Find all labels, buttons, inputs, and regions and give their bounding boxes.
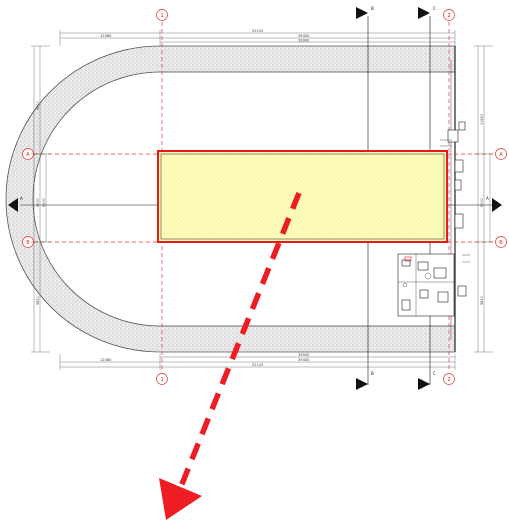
dim-bottom-total: 52120 <box>252 363 264 367</box>
svg-text:A: A <box>20 196 23 201</box>
grid-bubble-right-b <box>495 236 507 248</box>
dim-left-mid-a: 6000 <box>36 198 40 207</box>
svg-text:2: 2 <box>448 13 451 19</box>
svg-text:1: 1 <box>161 13 164 19</box>
dimension-chain-bottom <box>59 354 456 370</box>
grid-bubble-bottom-2 <box>443 373 455 385</box>
svg-text:2: 2 <box>448 377 451 383</box>
equipment-rooms <box>397 121 467 317</box>
dim-top-left: 12080 <box>100 34 112 38</box>
svg-text:B: B <box>371 371 374 376</box>
dim-bottom-left: 12080 <box>100 358 112 362</box>
dim-right-mid: 6000 <box>480 198 484 207</box>
dimension-chain-top <box>59 30 456 46</box>
grid-bubbles: 1 2 1 2 A B A B <box>22 9 507 385</box>
grid-bubble-bottom-1 <box>156 373 168 385</box>
dim-bottom-mid: 39400 <box>298 358 310 362</box>
highlighted-area <box>157 150 448 243</box>
dim-top-inner: 39000 <box>298 39 310 43</box>
svg-text:A: A <box>26 152 30 158</box>
svg-text:C: C <box>433 371 436 376</box>
svg-text:A: A <box>499 152 503 158</box>
highlighted-area-inner <box>160 153 445 240</box>
dim-left-mid-b: 6000 <box>42 198 46 207</box>
svg-text:B: B <box>499 240 503 246</box>
dashed-arrow <box>159 191 302 520</box>
dim-bottom-inner: 39000 <box>298 353 310 357</box>
section-marker-right <box>492 198 502 212</box>
grid-bubble-right-a <box>495 148 507 160</box>
dim-right-lower: 9820 <box>480 296 484 305</box>
dim-top-total: 52120 <box>252 29 264 33</box>
dimension-chain-right <box>474 45 493 353</box>
dashed-arrow-head <box>159 478 202 520</box>
section-marker-top-c <box>418 7 430 19</box>
dim-left-lower: 9820 <box>36 296 40 305</box>
dim-top-mid: 39400 <box>298 34 310 38</box>
svg-text:1: 1 <box>161 377 164 383</box>
section-marker-bottom-b <box>356 378 368 390</box>
svg-text:B: B <box>371 6 374 11</box>
dimension-chain-left <box>31 45 50 353</box>
grid-bubble-top-1 <box>156 9 168 21</box>
svg-text:C: C <box>433 6 436 11</box>
equipment-details <box>398 139 470 316</box>
red-marker <box>404 256 412 262</box>
track-inner-line <box>32 71 455 327</box>
section-markers: A A B C B C <box>8 6 502 390</box>
section-marker-top-b <box>356 7 368 19</box>
grid-bubble-top-2 <box>443 9 455 21</box>
section-marker-left <box>8 198 18 212</box>
svg-text:A: A <box>486 196 489 201</box>
svg-text:B: B <box>26 240 30 246</box>
section-marker-bottom-c <box>418 378 430 390</box>
dim-left-upper: 9820 <box>36 101 40 110</box>
dim-right-upper: 11650 <box>480 114 484 125</box>
